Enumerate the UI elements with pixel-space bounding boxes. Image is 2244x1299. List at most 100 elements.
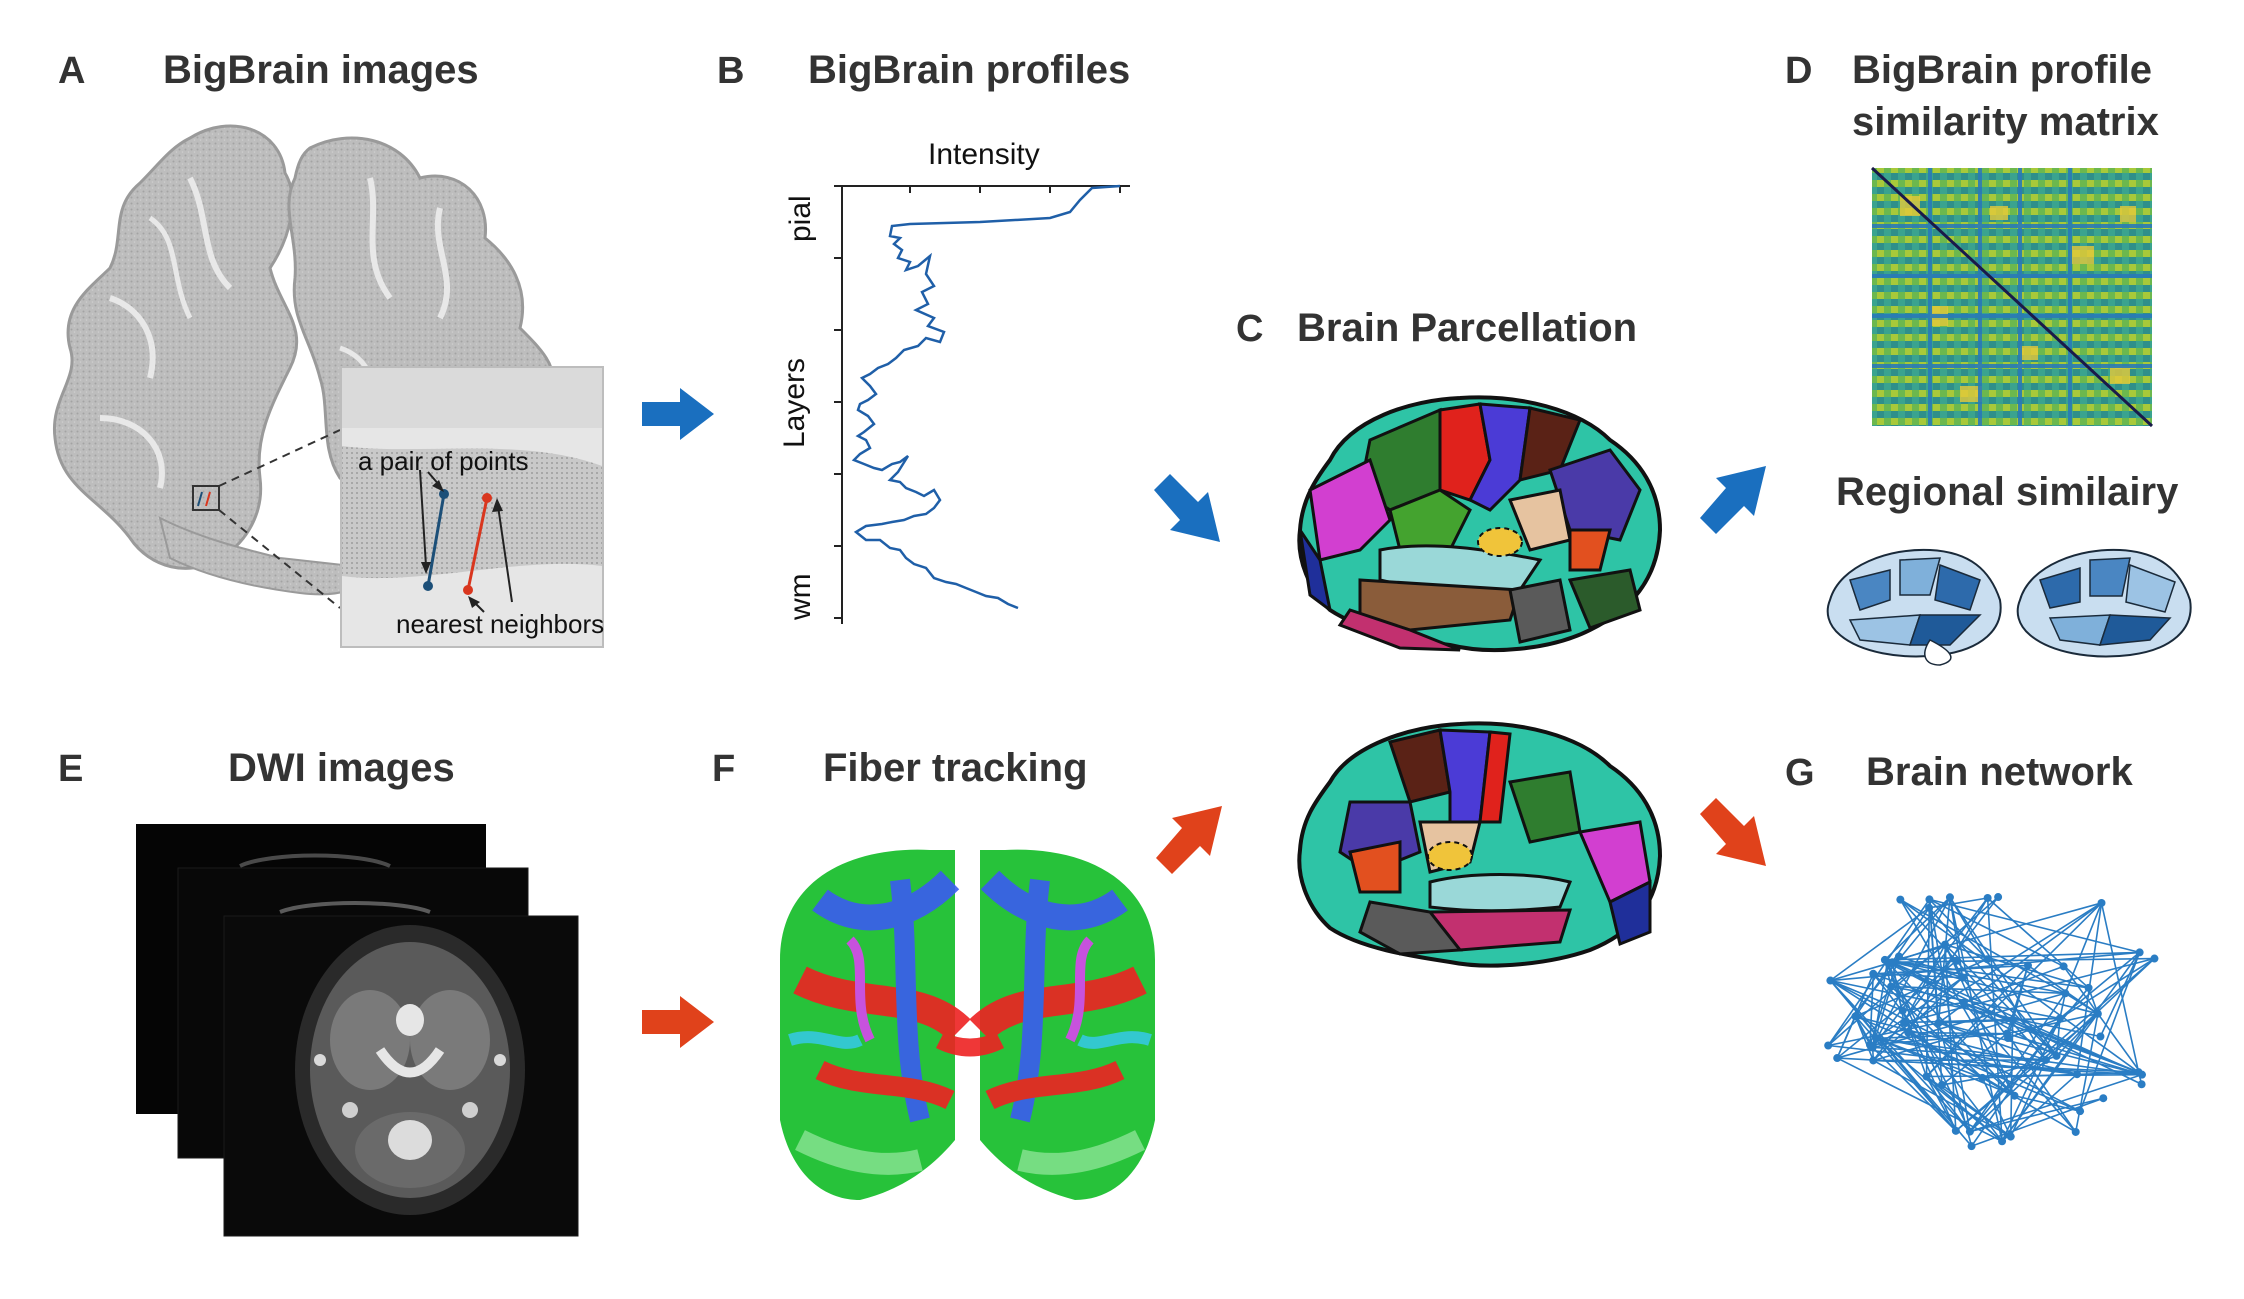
brain-network-graph [1824,893,2159,1151]
network-node [1925,895,1934,904]
network-node [2059,962,2068,971]
network-node [1896,895,1905,904]
panel-e-letter: E [58,748,84,790]
panel-e-title: DWI images [228,746,455,790]
network-edge [1903,957,2155,1024]
regional-brain-right [2016,548,2192,658]
network-edge [1869,973,1875,1045]
network-edge [1929,897,1988,909]
network-edge [1890,985,2061,1020]
network-edge [1887,961,1965,1004]
profile-intensity-line [851,184,1121,610]
network-edge [2014,1094,2081,1112]
network-edge [1898,955,1963,979]
network-node [1937,1080,1946,1089]
network-node [1880,955,1889,964]
network-edge [1969,1097,2104,1133]
network-node [2097,898,2106,907]
network-edge [1981,1077,2012,1137]
network-edge [1969,1073,2143,1133]
network-node [1869,969,1878,978]
network-edge [1926,1073,2143,1078]
network-node [2150,954,2159,963]
network-node [1941,940,1950,949]
network-node [1833,1054,1842,1063]
inset-neighbors-label: nearest neighbors [396,609,605,639]
network-edge [1925,899,1931,1077]
network-edge [1938,1017,2060,1024]
network-node [1869,1056,1878,1065]
regional-similarity-brains [1826,548,2192,666]
network-edge [2062,965,2143,1076]
network-edge [2059,993,2067,1019]
network-edge [1836,1057,2003,1143]
network-node [1824,1041,1833,1050]
network-edge [1837,1057,2143,1076]
network-node [1959,998,1968,1007]
right-arrow-icon [642,996,714,1048]
network-node [2076,1107,2085,1116]
up-right-arrow-icon [1156,806,1222,874]
network-node [1894,952,1903,961]
network-node [2061,989,2070,998]
network-edge [2059,957,2155,1020]
panel-c-letter: C [1236,308,1264,350]
inset-pair-label: a pair of points [358,446,529,476]
network-edge [2079,952,2141,1112]
panel-d-title-line2: similarity matrix [1852,100,2159,144]
network-edge [1890,985,2066,995]
network-node [2096,1032,2105,1041]
network-node [2003,1029,2012,1038]
profile-y-bottom-label: wm [784,573,817,620]
fiber-tracking-image [780,849,1155,1200]
network-node [2023,961,2032,970]
network-node [1967,1142,1976,1151]
network-node [1922,1072,1931,1081]
dwi-image-stack [136,824,579,1237]
bigbrain-profile-plot [834,184,1130,624]
panel-g-title: Brain network [1866,750,2133,794]
network-edge [1827,898,1931,1046]
network-edge [1884,951,2140,961]
network-edge [1872,902,2102,1048]
panel-b-title: BigBrain profiles [808,48,1131,92]
bigbrain-zoom-inset [340,366,604,648]
network-node [1965,1127,1974,1136]
network-node [1925,903,1934,912]
network-node [2052,1051,2061,1060]
network-node [1994,893,2003,902]
network-edge [1886,961,1971,1132]
network-edge [2009,1019,2014,1137]
network-node [1945,893,1954,902]
panel-a-title: BigBrain images [163,48,479,92]
up-right-arrow-icon [1700,466,1766,534]
network-node [2041,1055,2050,1064]
network-edge [1938,1022,2047,1061]
network-node [2073,1070,2082,1079]
down-right-arrow-icon [1154,474,1220,542]
network-edge [1875,1037,2003,1142]
network-node [2137,1070,2146,1079]
network-edge [1929,898,2140,954]
network-node [2055,1014,2064,1023]
network-edge [1876,1037,2143,1076]
network-node [1958,973,1967,982]
network-edge [2010,1059,2047,1137]
network-edge [2006,1032,2143,1076]
network-edge [1899,898,2140,1073]
network-edge [1827,896,1951,1046]
panel-a-letter: A [58,50,86,92]
panel-f-title: Fiber tracking [823,746,1088,790]
network-node [2135,948,2144,957]
network-node [1826,976,1835,985]
network-node [1978,1073,1987,1082]
network-node [1951,1126,1960,1135]
network-edge [1830,951,2140,982]
network-edge [1830,961,1893,982]
panel-d-letter: D [1785,50,1813,92]
parcellation-brain-bottom [1297,721,1663,968]
dwi-brain-slice [295,925,525,1215]
network-node [1868,1043,1877,1052]
network-edge [1876,1032,2008,1040]
